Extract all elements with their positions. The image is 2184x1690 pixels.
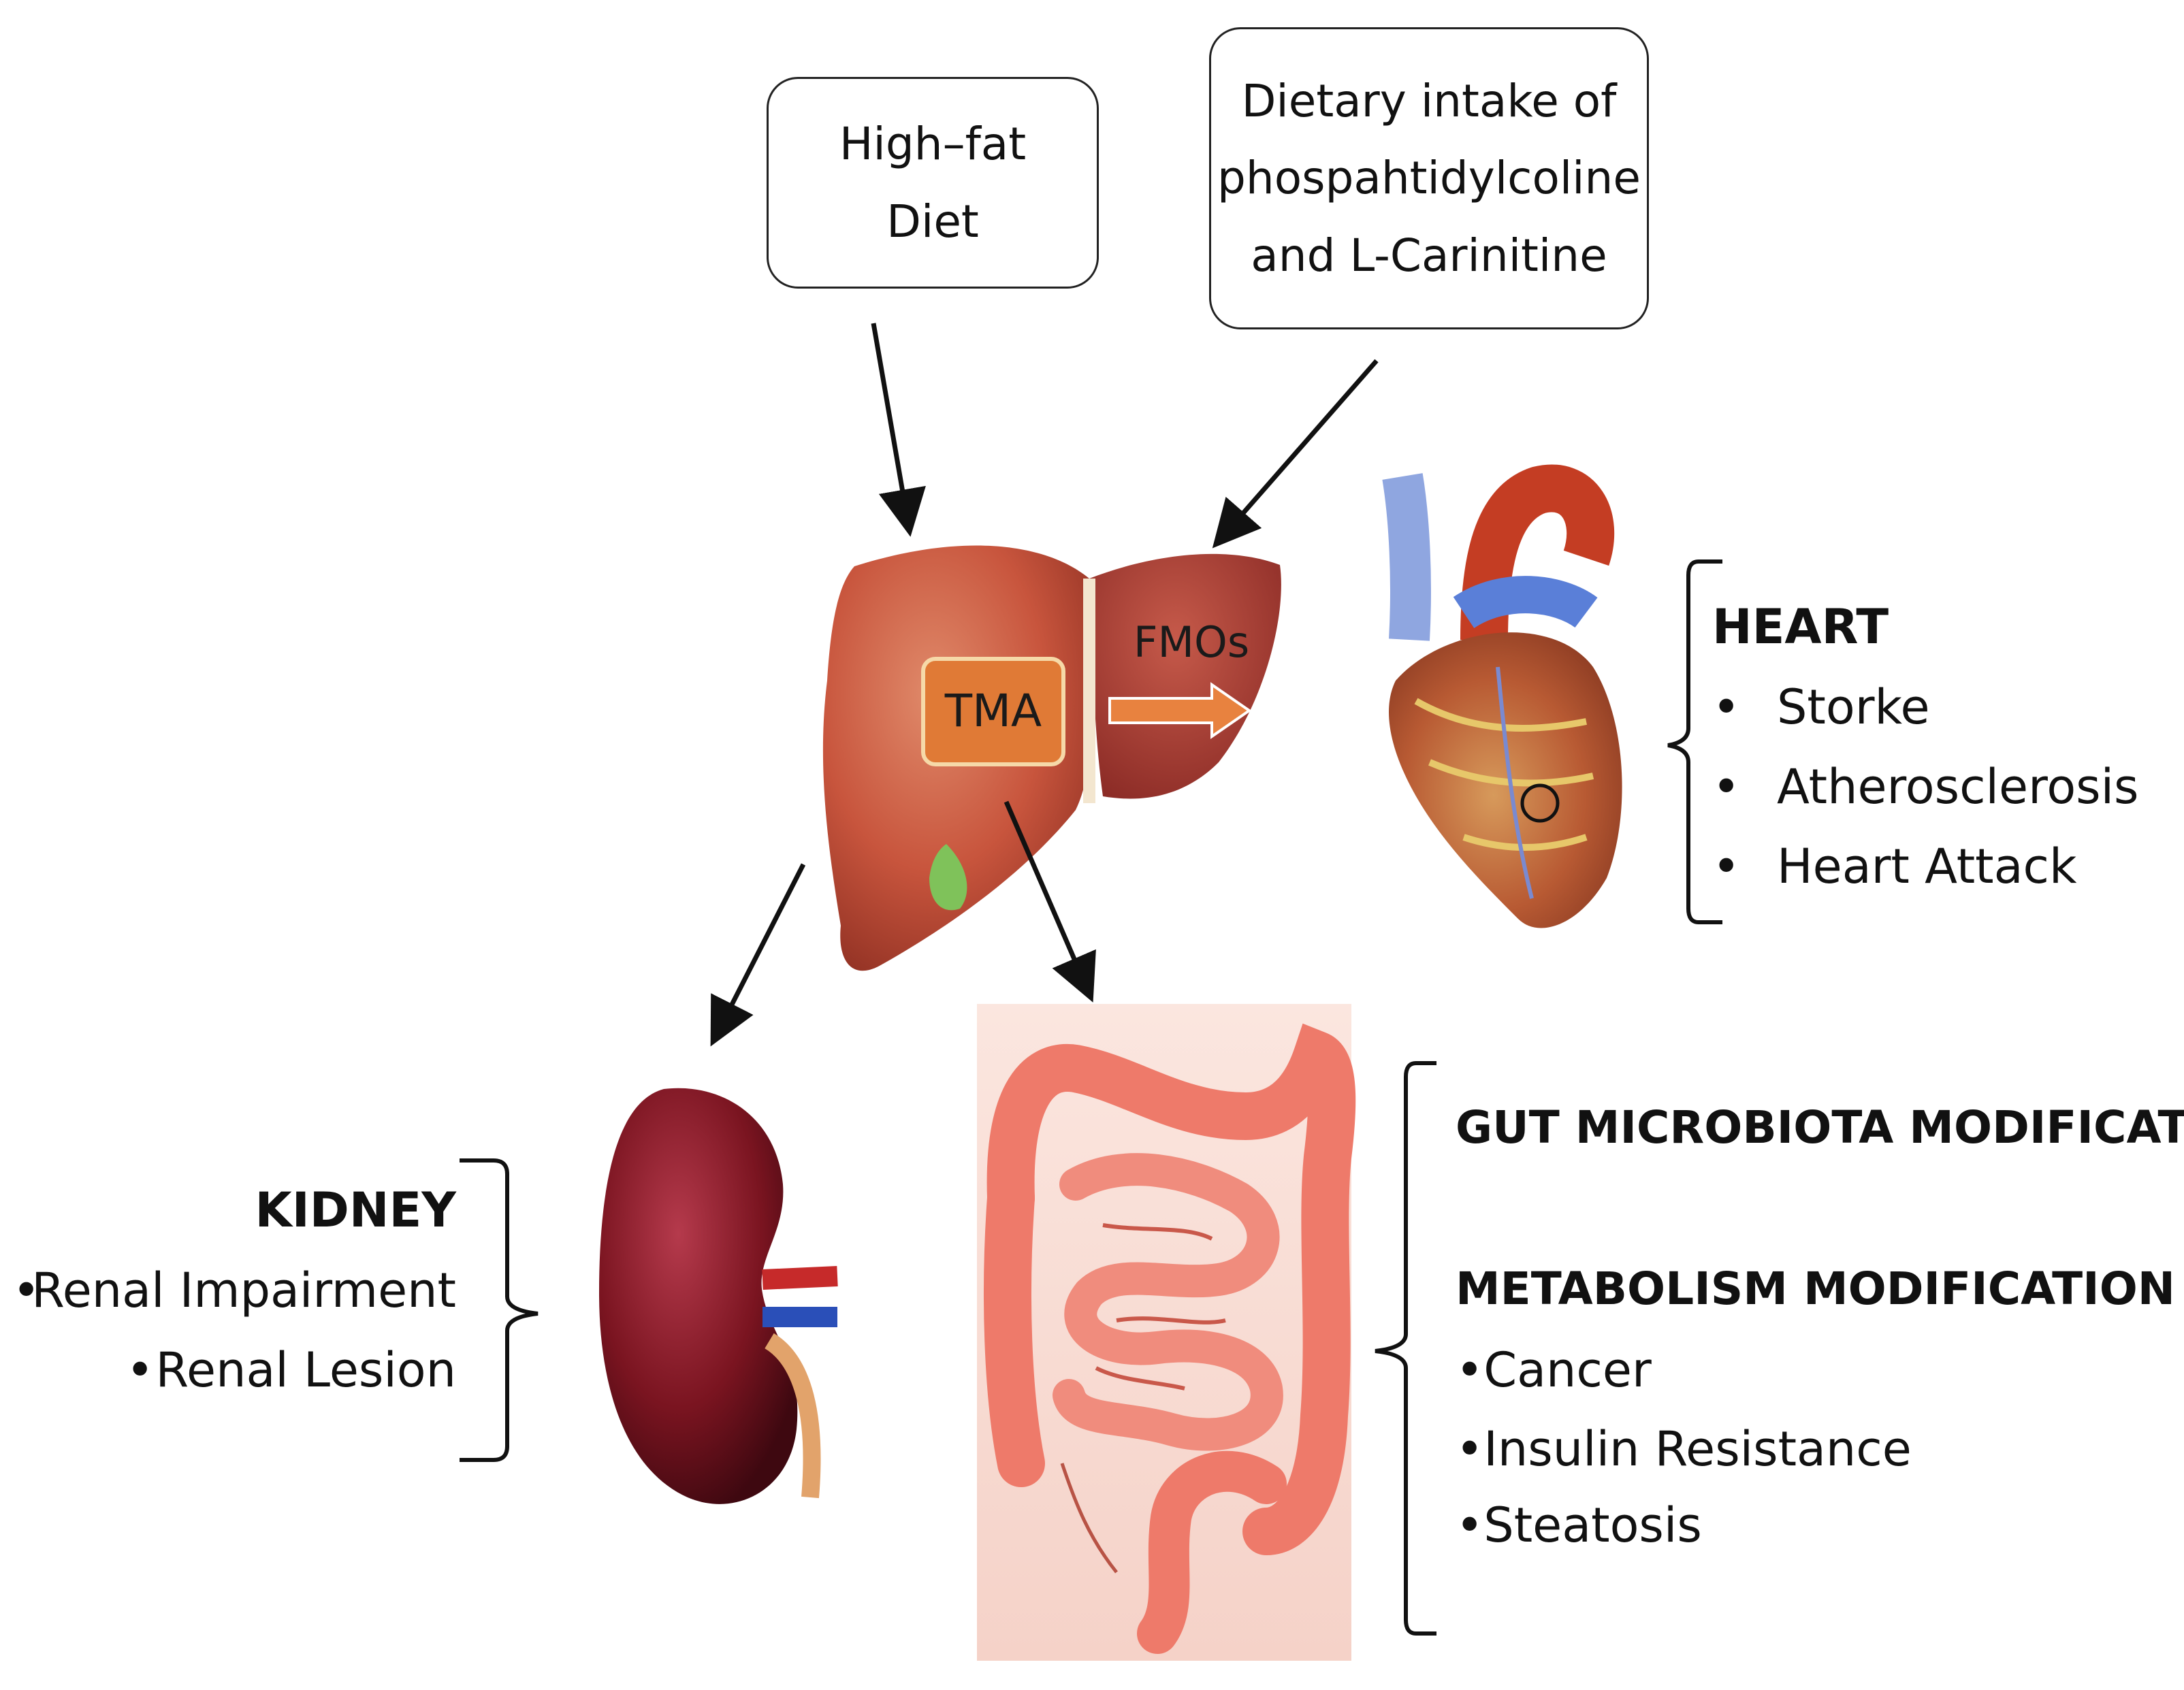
high-fat-diet-line-1: High–fat (839, 117, 1027, 170)
fmo-arrow (1108, 682, 1252, 739)
kidney-item-1: Renal Impairment (31, 1263, 456, 1318)
dietary-intake-line-1: Dietary intake of (1241, 74, 1617, 127)
fmos-label: FMOs (1134, 617, 1249, 667)
high-fat-diet-line-2: Diet (886, 195, 979, 248)
heart-bullet-2: • (1712, 759, 1741, 815)
arrow-diet-to-liver (871, 323, 926, 537)
dietary-intake-line-2: phospahtidylcoline (1217, 152, 1641, 205)
heart-item-1: Storke (1777, 679, 1930, 735)
gut-item-3: •Steatosis (1456, 1497, 1702, 1553)
heart-bullet-1: • (1712, 679, 1741, 735)
arrow-intake-to-liver (1212, 359, 1379, 549)
arrow-liver-to-gut (1003, 800, 1096, 1003)
heart-item-3: Heart Attack (1777, 839, 2077, 894)
kidney-brace (460, 1158, 539, 1462)
heart-bullet-3: • (1712, 839, 1741, 894)
heart-brace (1667, 559, 1722, 924)
kidney-bullet-1: • (12, 1263, 41, 1318)
gut-item-1: •Cancer (1456, 1342, 1652, 1398)
gut-title-metabolism: METABOLISM MODIFICATION (1456, 1263, 2176, 1315)
kidney-bullet-2: • (126, 1342, 155, 1398)
kidney-illustration (599, 1088, 838, 1504)
gut-brace (1375, 1061, 1436, 1636)
tma-box (921, 657, 1065, 766)
arrow-liver-to-kidney (710, 863, 806, 1047)
gut-title-microbiota: GUT MICROBIOTA MODIFICATION (1456, 1101, 2184, 1154)
tma-label: TMA (944, 685, 1042, 737)
heart-illustration (1382, 464, 1622, 928)
gut-item-2: •Insulin Resistance (1456, 1421, 1912, 1477)
kidney-title: KIDNEY (255, 1182, 456, 1238)
high-fat-diet-box: High–fat Diet (767, 77, 1099, 289)
heart-title: HEART (1712, 599, 1889, 655)
intestine-illustration (977, 1004, 1356, 1661)
dietary-intake-box: Dietary intake of phospahtidylcoline and… (1209, 27, 1649, 329)
kidney-item-2: Renal Lesion (155, 1342, 456, 1398)
dietary-intake-line-3: and L-Carinitine (1251, 229, 1607, 282)
heart-item-2: Atherosclerosis (1777, 759, 2139, 815)
